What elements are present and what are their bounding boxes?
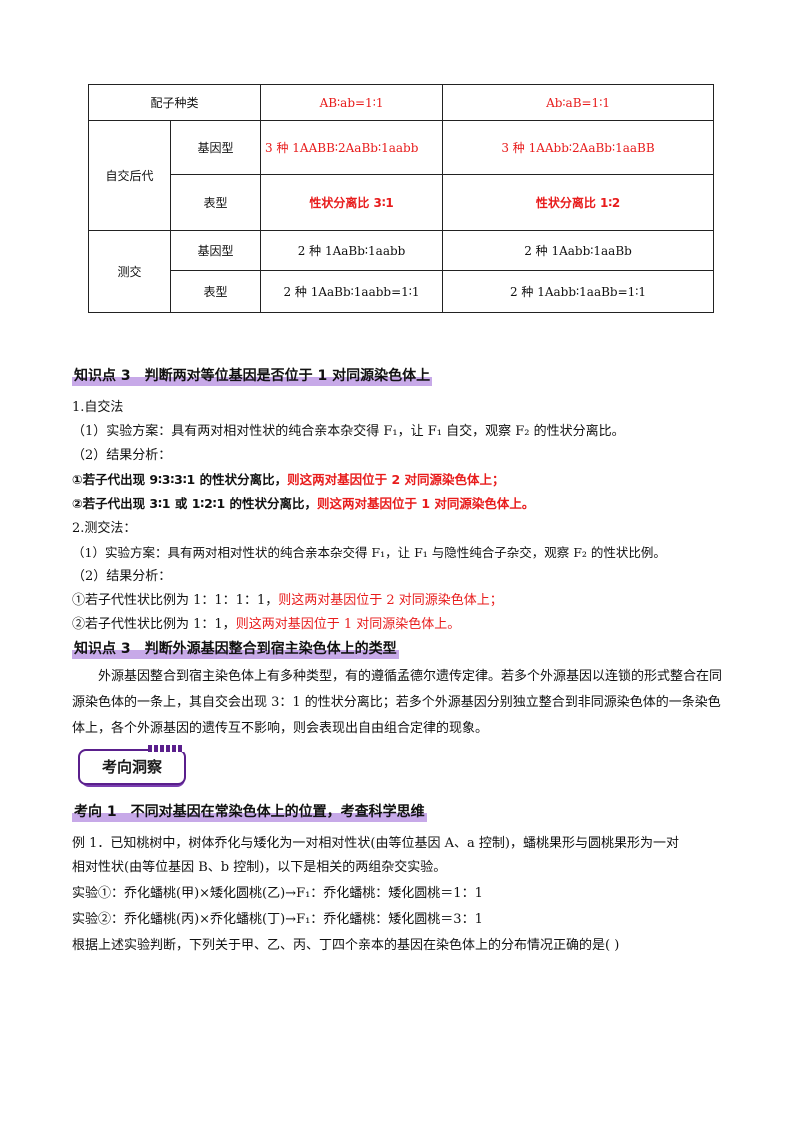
result-condition: ①若子代出现 9∶3∶3∶1 的性状分离比， [72,472,288,487]
section-number: 知识点 3 [74,368,131,384]
tape-decoration [148,745,184,752]
method-plan: （1）实验方案：具有两对相对性状的纯合亲本杂交得 F₁，让 F₁ 与隐性纯合子杂… [72,545,666,560]
result-condition: ②若子代出现 3∶1 或 1∶2∶1 的性状分离比， [72,496,318,511]
table-row-label: 表型 [169,174,262,231]
method-analysis: （2）结果分析： [72,448,172,463]
table-cell: 2 种 1Aabb∶1aaBb [442,230,715,271]
direction-heading: 考向 1 不同对基因在常染色体上的位置，考查科学思维 [72,801,427,823]
table-row: 自交后代 基因型 3 种 1AABB∶2AaBb∶1aabb 3 种 1AAbb… [88,120,715,231]
badge-label: 考向洞察 [101,758,162,776]
method-plan: （1）实验方案：具有两对相对性状的纯合亲本杂交得 F₁，让 F₁ 自交，观察 F… [72,424,625,439]
gene-table: 配子种类 AB∶ab=1∶1 Ab∶aB=1∶1 自交后代 基因型 3 种 1A… [87,84,715,313]
table-cell: 2 种 1AaBb∶1aabb=1∶1 [260,270,444,313]
table-header-col1: AB∶ab=1∶1 [260,84,444,121]
paragraph: 外源基因整合到宿主染色体上有多种类型，有的遵循孟德尔遗传定律。若多个外源基因以连… [72,669,723,736]
table-group-label: 测交 [88,230,171,313]
section-heading: 知识点 3 判断两对等位基因是否位于 1 对同源染色体上 [72,365,433,387]
section-number: 知识点 3 [74,641,131,657]
result-condition: ②若子代性状比例为 1：1， [72,617,236,632]
table-row: 表型 2 种 1AaBb∶1aabb=1∶1 2 种 1Aabb∶1aaBb=1… [89,270,715,313]
heading-highlight: 知识点 3 判断外源基因整合到宿主染色体上的类型 [72,638,399,660]
result-conclusion: 则这两对基因位于 1 对同源染色体上。 [317,496,535,511]
method-title: 2.测交法： [72,521,137,536]
table-cell: 2 种 1AaBb∶1aabb [260,230,444,271]
experiment-line: 实验①：乔化蟠桃(甲)×矮化圆桃(乙)→F₁：乔化蟠桃：矮化圆桃＝1：1 [72,886,483,901]
section-title: 判断外源基因整合到宿主染色体上的类型 [144,641,397,657]
section-heading: 知识点 3 判断外源基因整合到宿主染色体上的类型 [72,638,399,660]
direction-title: 不同对基因在常染色体上的位置，考查科学思维 [130,804,425,820]
table-cell: 2 种 1Aabb∶1aaBb=1∶1 [442,270,715,313]
result-line: ①若子代出现 9∶3∶3∶1 的性状分离比，则这两对基因位于 2 对同源染色体上… [72,470,505,490]
example-line: 例 1．已知桃树中，树体乔化与矮化为一对相对性状(由等位基因 A、a 控制)，蟠… [72,836,679,851]
heading-highlight: 考向 1 不同对基因在常染色体上的位置，考查科学思维 [72,801,427,823]
table-header-col2: Ab∶aB=1∶1 [442,84,715,121]
table-cell: 性状分离比 3∶1 [260,174,444,231]
table-cell: 3 种 1AABB∶2AaBb∶1aabb [260,120,444,175]
method-analysis: （2）结果分析： [72,569,172,584]
result-conclusion: 则这两对基因位于 1 对同源染色体上。 [235,617,461,632]
table-row: 配子种类 AB∶ab=1∶1 Ab∶aB=1∶1 [87,84,715,121]
table-cell: 性状分离比 1∶2 [442,174,715,231]
example-line: 相对性状(由等位基因 B、b 控制)，以下是相关的两组杂交实验。 [72,860,447,875]
result-conclusion: 则这两对基因位于 2 对同源染色体上； [287,472,505,487]
table-row-label: 基因型 [169,230,262,271]
section-title: 判断两对等位基因是否位于 1 对同源染色体上 [144,368,431,384]
direction-number: 考向 1 [74,804,117,820]
table-row: 表型 性状分离比 3∶1 性状分离比 1∶2 [89,174,715,231]
table-row-label: 表型 [169,270,262,313]
experiment-line: 实验②：乔化蟠桃(丙)×乔化蟠桃(丁)→F₁：乔化蟠桃：矮化圆桃＝3：1 [72,912,483,927]
result-condition: ①若子代性状比例为 1：1：1：1， [72,593,279,608]
table-cell: 3 种 1AAbb∶2AaBb∶1aaBB [442,120,715,175]
table-row: 测交 基因型 2 种 1AaBb∶1aabb 2 种 1Aabb∶1aaBb [88,230,715,313]
result-line: ②若子代出现 3∶1 或 1∶2∶1 的性状分离比，则这两对基因位于 1 对同源… [72,494,534,514]
table-row-label: 基因型 [169,120,262,175]
table-group-label: 自交后代 [88,120,171,231]
table-header-label: 配子种类 [87,84,262,121]
result-line: ②若子代性状比例为 1：1，则这两对基因位于 1 对同源染色体上。 [72,615,460,635]
result-conclusion: 则这两对基因位于 2 对同源染色体上； [278,593,503,608]
question-line: 根据上述实验判断，下列关于甲、乙、丙、丁四个亲本的基因在染色体上的分布情况正确的… [72,938,620,953]
result-line: ①若子代性状比例为 1：1：1：1，则这两对基因位于 2 对同源染色体上； [72,591,503,611]
method-title: 1.自交法 [72,400,124,415]
direction-badge: 考向洞察 [78,745,188,787]
heading-highlight: 知识点 3 判断两对等位基因是否位于 1 对同源染色体上 [72,365,433,387]
